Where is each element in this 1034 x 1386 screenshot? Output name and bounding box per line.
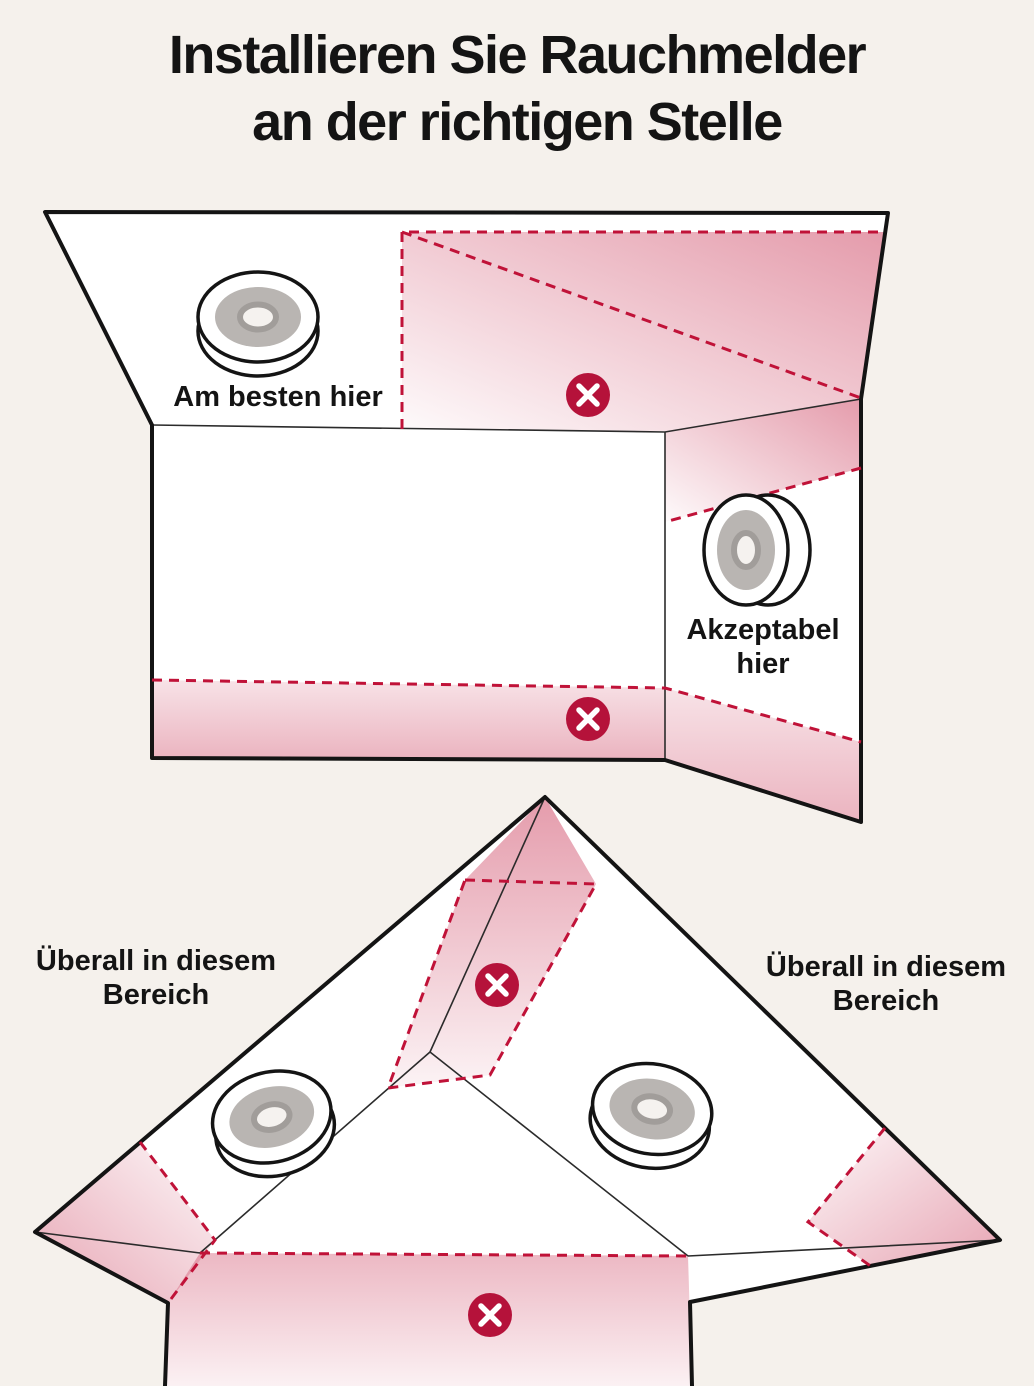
room-fill xyxy=(35,797,1000,1386)
title-line-2: an der richtigen Stelle xyxy=(252,91,783,152)
label-acceptable-line-1: Akzeptabel xyxy=(686,614,840,646)
title-line-1: Installieren Sie Rauchmelder xyxy=(168,25,867,85)
forbidden-bottom-band-right-wall xyxy=(665,688,861,822)
right-corner-dashed-border xyxy=(805,1127,887,1269)
bottom-band-dashed-border xyxy=(151,678,862,744)
label-anywhere-right-line-2: Bereich xyxy=(832,984,940,1017)
label-best-text: Am besten hier xyxy=(173,381,383,413)
label-best-location: Am besten hier xyxy=(118,381,438,415)
forbidden-apex-zone xyxy=(388,797,596,1088)
smoke-detector-ceiling xyxy=(198,272,318,376)
x-circle-icon xyxy=(566,373,610,417)
label-anywhere-left: Überall in diesem Bereich xyxy=(8,945,304,1012)
page-title: Installieren Sie Rauchmelder an der rich… xyxy=(0,22,1034,156)
forbidden-ceiling-zone xyxy=(402,232,884,431)
label-anywhere-right-line-1: Überall in diesem xyxy=(765,951,1007,983)
bottom-band-dashed-border xyxy=(199,1251,689,1258)
forbidden-right-corner-zone xyxy=(808,1128,1000,1267)
label-anywhere-left-line-2: Bereich xyxy=(102,978,210,1011)
left-corner-dashed-border xyxy=(138,1141,217,1304)
pitched-ceiling-room-diagram xyxy=(33,795,1002,1386)
apex-zone-dashed-border xyxy=(385,878,599,1090)
x-circle-icon xyxy=(566,697,610,741)
label-anywhere-right: Überall in diesem Bereich xyxy=(738,951,1034,1018)
x-circle-icon xyxy=(475,963,519,1007)
label-acceptable-line-2: hier xyxy=(736,647,790,680)
label-acceptable-location: Akzeptabel hier xyxy=(642,614,884,681)
forbidden-bottom-band-left-wall xyxy=(152,680,665,760)
wall-top-junction-lines xyxy=(34,1231,1001,1257)
room-outline xyxy=(33,795,1002,1386)
flat-ceiling-room-diagram xyxy=(43,210,890,824)
label-anywhere-left-line-1: Überall in diesem xyxy=(35,945,277,977)
room-outline xyxy=(43,210,890,824)
forbidden-left-corner-zone xyxy=(35,1142,215,1303)
ridge-line xyxy=(429,796,546,1053)
smoke-detector-wall xyxy=(704,495,810,605)
x-circle-icon xyxy=(468,1293,512,1337)
forbidden-zone-diagonal xyxy=(401,230,862,400)
forbidden-bottom-band xyxy=(165,1253,692,1386)
forbidden-wall-wedge xyxy=(665,399,861,522)
